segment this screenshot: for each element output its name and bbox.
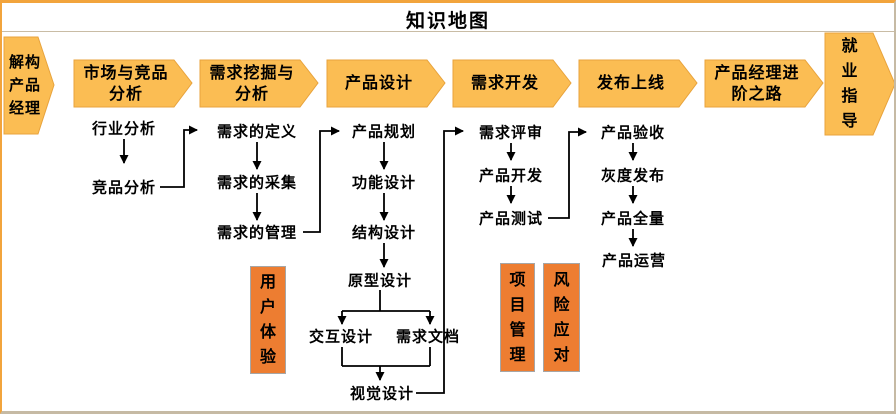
node-function-design: 功能设计 — [351, 174, 417, 192]
stage-arrow-pm-advanced — [704, 59, 824, 108]
node-competitor-analysis: 竞品分析 — [91, 179, 157, 197]
node-product-operation: 产品运营 — [601, 252, 667, 270]
connector-manage-to-planning — [303, 126, 340, 233]
node-visual-design: 视觉设计 — [349, 385, 415, 403]
stage-label-requirement-dev: 需求开发 — [470, 75, 539, 92]
title-divider — [2, 31, 894, 32]
stage-label-deconstruct-pm: 解构 产品 经理 — [8, 54, 41, 117]
node-product-acceptance: 产品验收 — [600, 124, 666, 142]
box-risk-response: 风 险 应 对 — [543, 263, 580, 372]
stage-arrow-release — [578, 59, 698, 108]
node-product-testing: 产品测试 — [478, 210, 544, 228]
node-industry-analysis: 行业分析 — [91, 120, 157, 138]
node-requirement-review: 需求评审 — [478, 124, 544, 142]
node-requirement-definition: 需求的定义 — [216, 123, 298, 141]
node-interaction-design: 交互设计 — [308, 328, 374, 346]
node-requirement-management: 需求的管理 — [216, 224, 298, 242]
connector-competitor-to-reqdef — [160, 125, 198, 188]
connector-visual-to-review — [416, 126, 464, 394]
connector-test-to-acceptance — [548, 127, 587, 219]
stage-arrow-product-design — [326, 59, 446, 108]
node-prototype-design: 原型设计 — [347, 272, 413, 290]
stage-label-career-guide: 就 业 指 导 — [841, 38, 859, 130]
node-product-full-rollout: 产品全量 — [600, 210, 666, 228]
stage-label-release: 发布上线 — [596, 75, 665, 92]
stage-arrow-deconstruct-pm — [3, 36, 55, 135]
stage-arrow-requirement-dev — [452, 59, 572, 108]
stage-arrow-requirement-mining — [199, 59, 319, 108]
stage-arrow-market-analysis — [73, 59, 193, 108]
node-product-planning: 产品规划 — [351, 123, 417, 141]
connectors — [119, 125, 638, 394]
stage-arrows — [3, 32, 894, 136]
node-gray-release: 灰度发布 — [600, 167, 666, 185]
node-requirement-document: 需求文档 — [395, 328, 461, 346]
stage-arrow-career-guide — [824, 32, 894, 136]
stage-label-product-design: 产品设计 — [344, 75, 413, 92]
stage-label-market-analysis: 市场与竞品 分析 — [83, 64, 169, 103]
box-project-management: 项 目 管 理 — [500, 263, 535, 372]
node-structure-design: 结构设计 — [351, 224, 417, 242]
flow-canvas — [3, 32, 894, 394]
box-user-experience: 用 户 体 验 — [250, 266, 286, 374]
page-title: 知识地图 — [405, 11, 490, 32]
node-requirement-collection: 需求的采集 — [216, 174, 298, 192]
stage-label-requirement-mining: 需求挖掘与 分析 — [209, 64, 295, 103]
stage-label-pm-advanced: 产品经理进 阶之路 — [714, 64, 800, 103]
node-product-development: 产品开发 — [478, 167, 544, 185]
